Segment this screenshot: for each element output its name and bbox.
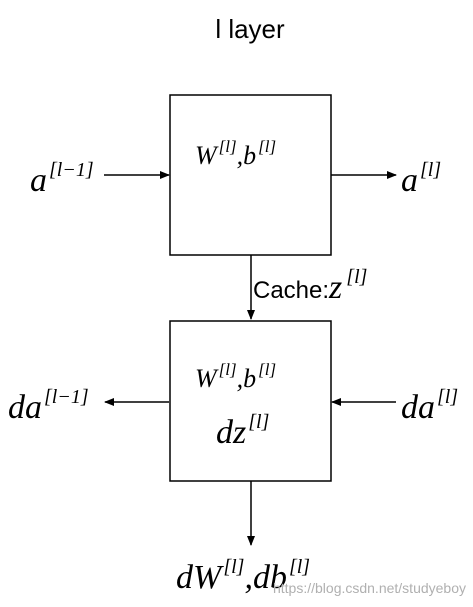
backward-input-label: da[l] (401, 386, 458, 426)
forward-output-label: a[l] (401, 159, 441, 199)
diagram-title: l layer (215, 14, 285, 44)
forward-block (169, 94, 332, 256)
backward-block-params: W[l],b[l] (195, 360, 276, 393)
cache-label: Cache:z[l] (253, 266, 367, 306)
watermark: https://blog.csdn.net/studyeboy (273, 580, 466, 596)
forward-block-params: W[l],b[l] (195, 137, 276, 170)
backward-block-dz: dz[l] (216, 411, 269, 451)
backward-block (169, 320, 332, 482)
backward-output-label: da[l−1] (8, 386, 89, 426)
forward-input-label: a[l−1] (30, 159, 94, 199)
gradient-label: dW[l],db[l] (176, 556, 310, 596)
